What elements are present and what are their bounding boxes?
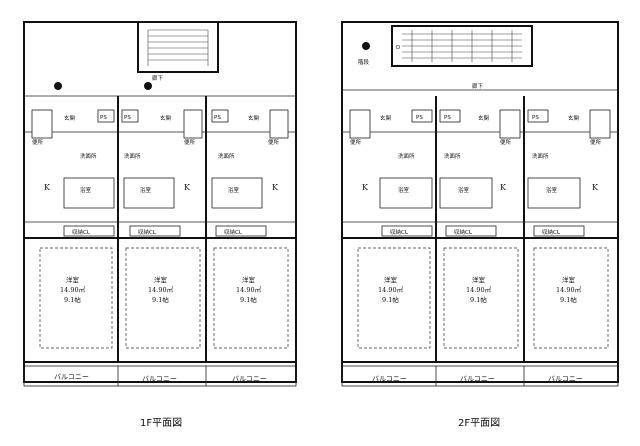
balcony-label: バルコニー — [460, 375, 495, 383]
kitchen-label: K — [272, 183, 279, 192]
room-tatami: 9.1帖 — [152, 295, 169, 304]
hall-label: 廊下 — [152, 74, 164, 82]
closet-label: 収納CL — [72, 228, 91, 236]
bath-label: 浴室 — [80, 186, 92, 194]
bath-label: 浴室 — [458, 186, 470, 194]
stairs-label: 階段 — [358, 58, 370, 66]
closet-label: 収納CL — [138, 228, 157, 236]
floor-plan-1f: 廊下 玄関 PS 便所 洗面所 K 浴室 収納CL 洋室 14.90㎡ 9.1帖 — [23, 21, 297, 429]
ps-label: PS — [124, 115, 131, 121]
unit-1f-b: PS 玄関 便所 洗面所 K 浴室 収納CL 洋室 14.90㎡ 9.1帖 — [121, 109, 203, 349]
room-area: 14.90㎡ — [556, 285, 582, 294]
toilet-label: 便所 — [350, 138, 362, 146]
bath-label: 浴室 — [140, 186, 152, 194]
room-label: 洋室 — [66, 275, 80, 284]
balcony-label: バルコニー — [372, 375, 407, 383]
bath-label: 浴室 — [398, 186, 410, 194]
closet-label: 収納CL — [542, 228, 561, 236]
hall-label: 廊下 — [472, 82, 484, 90]
stair-block-1f — [137, 21, 219, 73]
bath-label: 浴室 — [228, 186, 240, 194]
ps-label: PS — [416, 115, 423, 121]
entrance-label: 玄関 — [478, 114, 490, 122]
entrance-label: 玄関 — [64, 114, 76, 122]
room-tatami: 9.1帖 — [64, 295, 81, 304]
room-label: 洋室 — [472, 275, 486, 284]
kitchen-label: K — [592, 183, 599, 192]
washroom-label: 洗面所 — [218, 152, 235, 160]
balcony-label: バルコニー — [548, 375, 583, 383]
room-label: 洋室 — [384, 275, 398, 284]
balcony-2f — [341, 365, 619, 387]
toilet-label: 便所 — [590, 138, 602, 146]
toilet-label: 便所 — [32, 138, 44, 146]
bath-label: 浴室 — [546, 186, 558, 194]
toilet-label: 便所 — [184, 138, 196, 146]
kitchen-label: K — [500, 183, 507, 192]
closet-label: 収納CL — [390, 228, 409, 236]
entrance-label: 玄関 — [568, 114, 580, 122]
column-marker-icon — [144, 82, 152, 90]
entrance-label: 玄関 — [248, 114, 260, 122]
floor-caption-2f: 2F平面図 — [458, 417, 500, 429]
room-area: 14.90㎡ — [148, 285, 174, 294]
stair-treads-1f — [147, 29, 209, 66]
toilet-label: 便所 — [268, 138, 280, 146]
balcony-1f — [23, 365, 297, 387]
entrance-label: 玄関 — [160, 114, 172, 122]
door-mark: D — [396, 45, 400, 51]
closet-label: 収納CL — [224, 228, 243, 236]
room-label: 洋室 — [242, 275, 256, 284]
washroom-label: 洗面所 — [124, 152, 141, 160]
washroom-label: 洗面所 — [532, 152, 549, 160]
room-tatami: 9.1帖 — [382, 295, 399, 304]
washroom-label: 洗面所 — [444, 152, 461, 160]
ps-label: PS — [444, 115, 451, 121]
column-marker-icon — [54, 82, 62, 90]
room-area: 14.90㎡ — [378, 285, 404, 294]
closet-label: 収納CL — [454, 228, 473, 236]
balcony-label: バルコニー — [142, 375, 177, 383]
entrance-label: 玄関 — [380, 114, 392, 122]
unit-1f-a: 玄関 PS 便所 洗面所 K 浴室 収納CL 洋室 14.90㎡ 9.1帖 — [31, 109, 115, 349]
outer-wall-2f — [341, 21, 619, 383]
unit-2f-c: PS 玄関 便所 洗面所 K 浴室 収納CL 洋室 14.90㎡ 9.1帖 — [527, 109, 611, 349]
room-tatami: 9.1帖 — [470, 295, 487, 304]
room-label: 洋室 — [562, 275, 576, 284]
kitchen-label: K — [362, 183, 369, 192]
ps-label: PS — [214, 115, 221, 121]
room-tatami: 9.1帖 — [560, 295, 577, 304]
room-area: 14.90㎡ — [60, 285, 86, 294]
balcony-label: バルコニー — [232, 375, 267, 383]
balcony-label: バルコニー — [54, 373, 89, 381]
column-marker-icon — [362, 42, 370, 50]
ps-label: PS — [100, 115, 107, 121]
unit-2f-a: 玄関 PS 便所 洗面所 K 浴室 収納CL 洋室 14.90㎡ 9.1帖 — [349, 109, 433, 349]
unit-2f-b: PS 玄関 便所 洗面所 K 浴室 収納CL 洋室 14.90㎡ 9.1帖 — [439, 109, 521, 349]
unit-1f-c: PS 玄関 便所 洗面所 K 浴室 収納CL 洋室 14.90㎡ 9.1帖 — [211, 109, 289, 349]
floor-caption-1f: 1F平面図 — [140, 417, 182, 429]
room-tatami: 9.1帖 — [240, 295, 257, 304]
ps-label: PS — [532, 115, 539, 121]
kitchen-label: K — [184, 183, 191, 192]
kitchen-label: K — [44, 183, 51, 192]
washroom-label: 洗面所 — [80, 152, 97, 160]
floor-plan-2f: D 階段 廊下 玄関 PS 便所 洗面所 K 浴室 収納CL 洋室 14.90㎡… — [341, 21, 619, 429]
room-label: 洋室 — [154, 275, 168, 284]
room-area: 14.90㎡ — [236, 285, 262, 294]
stair-treads-2f — [402, 30, 522, 62]
stair-block-2f — [391, 25, 533, 67]
toilet-label: 便所 — [500, 138, 512, 146]
room-area: 14.90㎡ — [466, 285, 492, 294]
washroom-label: 洗面所 — [398, 152, 415, 160]
